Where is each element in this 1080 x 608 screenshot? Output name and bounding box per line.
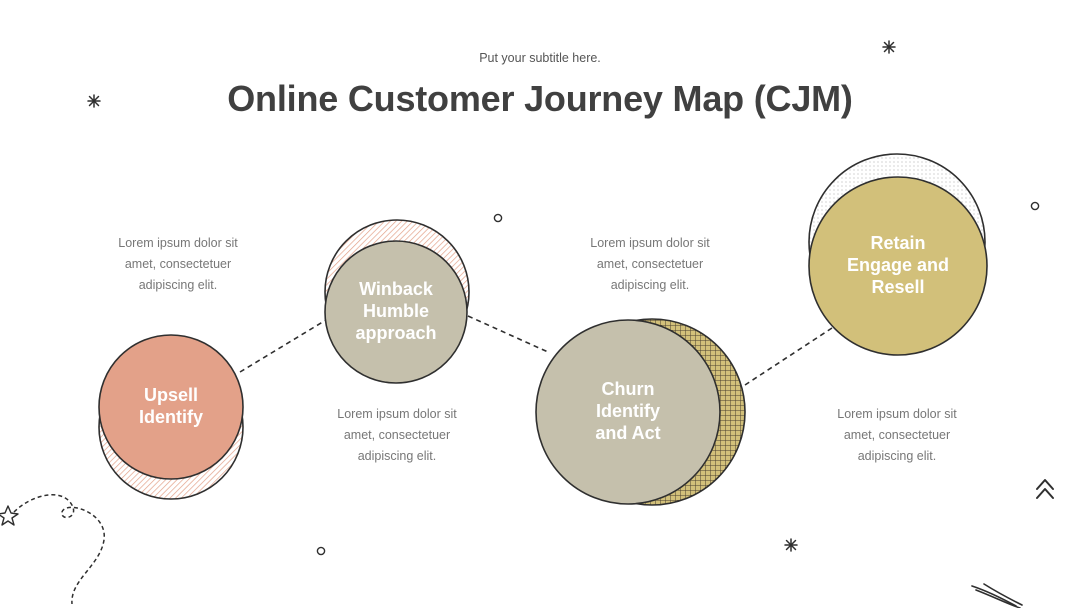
- step-1-circle: [98, 334, 244, 480]
- chevron-up-icon: [1036, 479, 1054, 499]
- step-3-node: [535, 318, 746, 506]
- step-4-circle: [808, 176, 988, 356]
- step-2-circle: [324, 240, 468, 384]
- step-2-node: [324, 219, 470, 384]
- subtitle: Put your subtitle here.: [479, 51, 601, 65]
- sparkle-icon: [784, 538, 798, 552]
- page-title: Online Customer Journey Map (CJM): [227, 78, 853, 119]
- ring-icon: [1030, 201, 1040, 211]
- connector-3-4: [744, 327, 833, 386]
- connector-lines: [239, 315, 833, 386]
- ring-icon: [493, 213, 503, 223]
- ring-icon: [316, 546, 326, 556]
- dashed-path-doodle: [13, 494, 105, 605]
- connector-2-3: [467, 315, 549, 353]
- step-1-node: [98, 334, 244, 500]
- connector-1-2: [239, 319, 327, 373]
- sparkle-icon: [882, 40, 896, 54]
- sparkle-icon: [87, 94, 101, 108]
- star-icon: [0, 505, 19, 526]
- step-4-node: [808, 153, 988, 356]
- scribble-doodle: [971, 583, 1023, 608]
- step-3-circle: [535, 319, 721, 505]
